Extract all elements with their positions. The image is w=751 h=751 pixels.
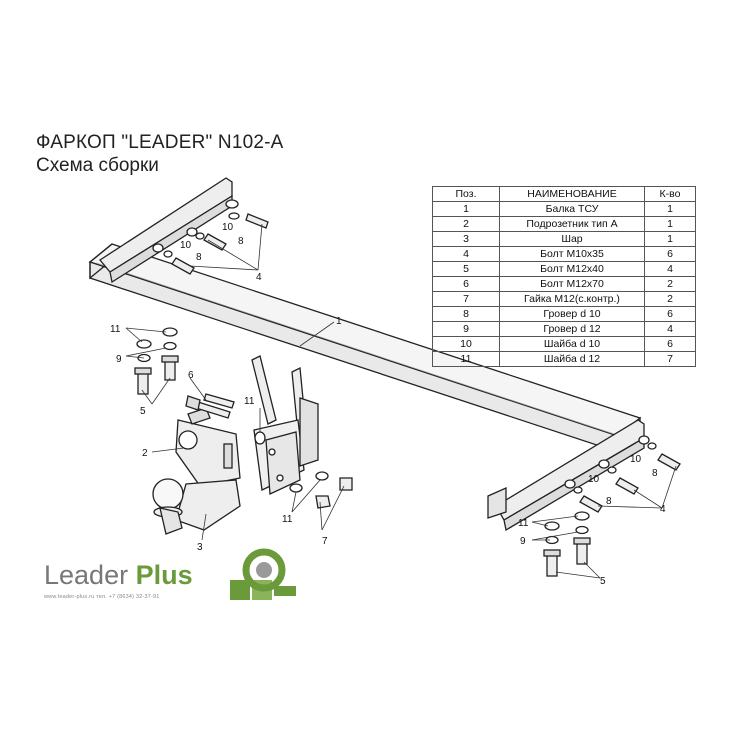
callout-2: 2 (142, 448, 148, 459)
row-pos: 11 (432, 351, 500, 367)
header-pos: Поз. (432, 186, 500, 202)
bolts-m12x70 (185, 393, 235, 419)
callout-11-b: 11 (244, 396, 255, 407)
callout-10-a: 10 (222, 222, 234, 233)
row-qty: 1 (644, 231, 696, 247)
row-name: Шайба d 10 (499, 336, 645, 352)
row-pos: 4 (432, 246, 500, 262)
brand-name-leader: Leader (44, 560, 129, 590)
callout-labels: 1 2 3 4 4 5 5 6 7 8 8 8 8 9 9 10 10 10 1… (110, 222, 666, 587)
row-qty: 2 (644, 291, 696, 307)
row-pos: 8 (432, 306, 500, 322)
central-brackets (251, 355, 319, 495)
callout-9-left: 9 (116, 354, 122, 365)
callout-11-a: 11 (110, 324, 121, 335)
row-name: Болт М10х35 (499, 246, 645, 262)
callout-6: 6 (188, 370, 194, 381)
row-name: Гайка М12(с.контр.) (499, 291, 645, 307)
callout-10-c: 10 (630, 454, 642, 465)
row-name: Шайба d 12 (499, 351, 645, 367)
drawing-subtitle: Схема сборки (36, 155, 159, 176)
fasteners-left (134, 199, 353, 509)
parts-table-header: Поз. НАИМЕНОВАНИЕ К-во (432, 186, 696, 202)
header-qty: К-во (644, 186, 696, 202)
callout-10-b: 10 (180, 240, 192, 251)
row-qty: 1 (644, 216, 696, 232)
row-pos: 9 (432, 321, 500, 337)
fasteners-right (543, 435, 681, 577)
row-pos: 5 (432, 261, 500, 277)
row-qty: 2 (644, 276, 696, 292)
callout-10-d: 10 (588, 474, 600, 485)
brand-name: Leader Plus (44, 560, 193, 591)
row-pos: 3 (432, 231, 500, 247)
callout-1: 1 (336, 316, 342, 327)
tow-beam (88, 177, 645, 532)
socket-plate (175, 407, 241, 487)
leader-lines (125, 223, 677, 579)
row-pos: 6 (432, 276, 500, 292)
callout-8-c: 8 (652, 468, 658, 479)
row-name: Подрозетник тип А (499, 216, 645, 232)
title-block: ФАРКОП "LEADER" N102-A Схема сборки (36, 132, 284, 178)
row-pos: 7 (432, 291, 500, 307)
callout-8-b: 8 (196, 252, 202, 263)
callout-8-d: 8 (606, 496, 612, 507)
leader-plus-logo-icon (230, 548, 296, 600)
callout-9-right: 9 (520, 536, 526, 547)
callout-4-right: 4 (660, 504, 666, 515)
row-pos: 1 (432, 201, 500, 217)
drawing-title: ФАРКОП "LEADER" N102-A (36, 132, 284, 153)
row-pos: 2 (432, 216, 500, 232)
tow-ball (152, 478, 241, 535)
callout-3: 3 (197, 542, 203, 553)
row-qty: 4 (644, 321, 696, 337)
row-pos: 10 (432, 336, 500, 352)
brand-name-plus: Plus (135, 560, 193, 590)
row-qty: 7 (644, 351, 696, 367)
row-qty: 4 (644, 261, 696, 277)
row-name: Болт М12х40 (499, 261, 645, 277)
row-qty: 6 (644, 246, 696, 262)
brand-contact: www.leader-plus.ru тел. +7 (8634) 32-37-… (44, 594, 160, 600)
callout-7: 7 (322, 536, 328, 547)
row-name: Болт М12х70 (499, 276, 645, 292)
callout-8-a: 8 (238, 236, 244, 247)
row-qty: 1 (644, 201, 696, 217)
callout-5-left: 5 (140, 406, 146, 417)
callout-4-left: 4 (256, 272, 262, 283)
row-qty: 6 (644, 336, 696, 352)
callout-11-c: 11 (282, 514, 293, 525)
callout-5-right: 5 (600, 576, 606, 587)
row-name: Гровер d 10 (499, 306, 645, 322)
row-name: Гровер d 12 (499, 321, 645, 337)
row-qty: 6 (644, 306, 696, 322)
row-name: Балка ТСУ (499, 201, 645, 217)
row-name: Шар (499, 231, 645, 247)
header-name: НАИМЕНОВАНИЕ (499, 186, 645, 202)
callout-11-d: 11 (518, 518, 529, 529)
